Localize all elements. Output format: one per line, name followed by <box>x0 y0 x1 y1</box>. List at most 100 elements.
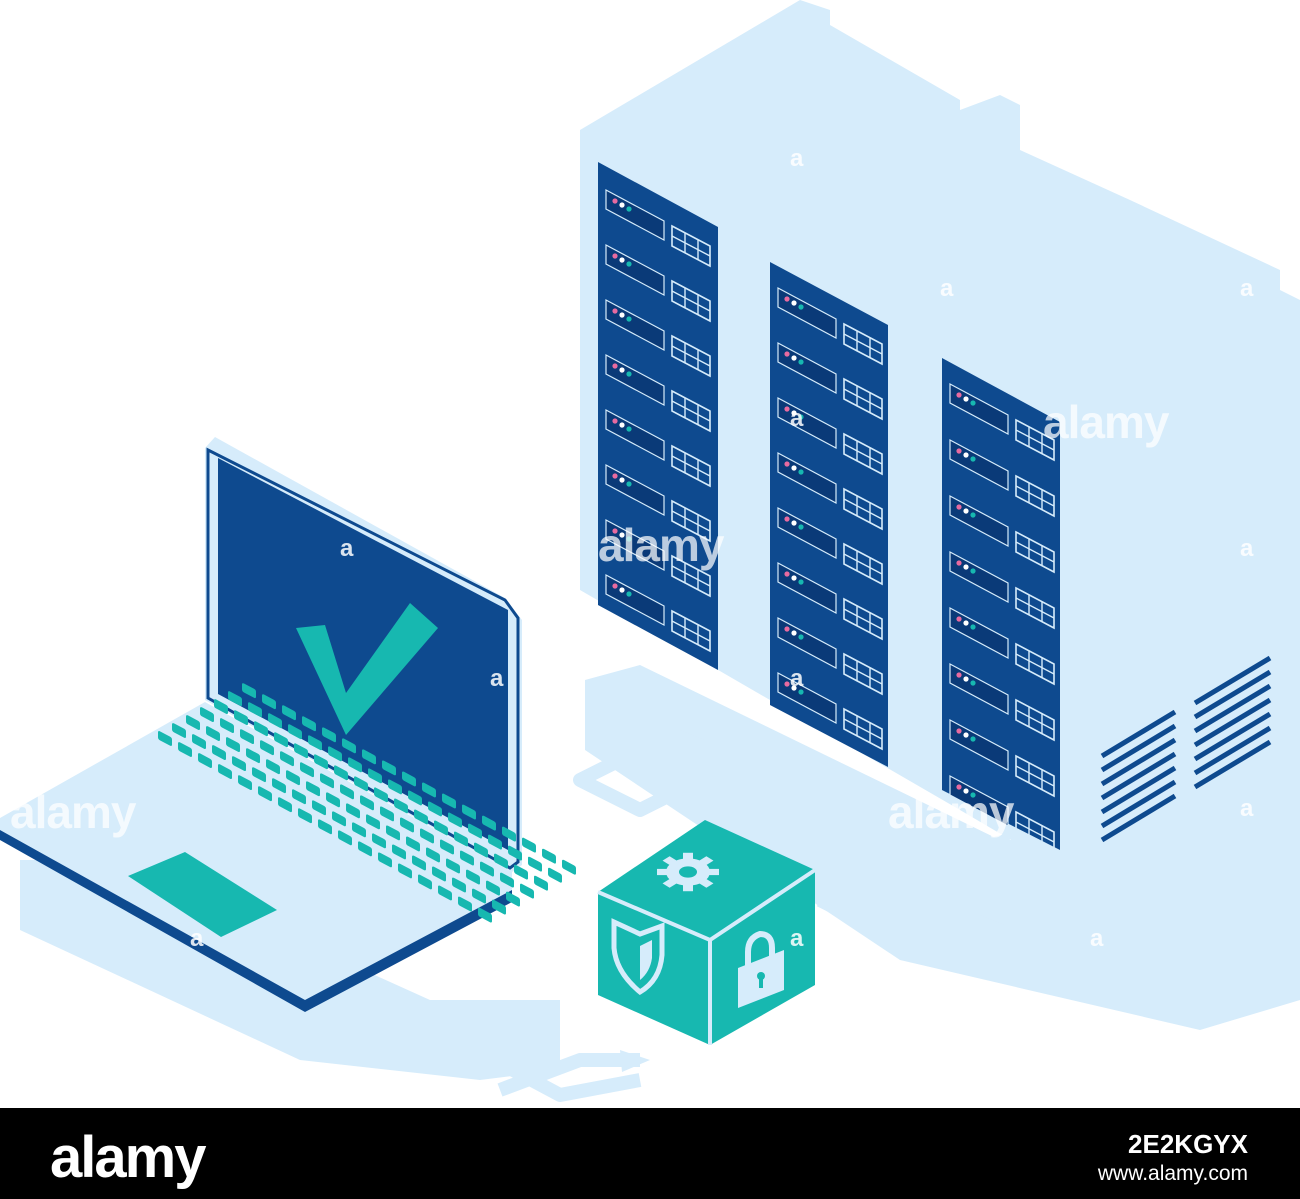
keyboard-key <box>226 737 240 753</box>
keyboard-key <box>458 896 472 912</box>
keyboard-key <box>332 811 346 827</box>
server-unit <box>777 341 883 421</box>
server-unit <box>949 438 1055 518</box>
gear-icon <box>657 852 719 892</box>
server-unit <box>605 353 711 433</box>
keyboard-key <box>322 727 336 743</box>
keyboard-key <box>442 793 456 809</box>
keyboard-key <box>200 707 214 722</box>
keyboard-key <box>508 845 522 861</box>
keyboard-key <box>212 745 226 761</box>
keyboard-key <box>228 691 242 707</box>
arrow-icon <box>680 730 705 752</box>
keyboard-key <box>412 855 426 871</box>
server-unit <box>605 188 711 268</box>
keyboard-key <box>240 729 254 745</box>
keyboard <box>158 683 576 923</box>
keyboard-key <box>388 779 402 795</box>
keyboard-key <box>520 883 534 899</box>
keyboard-key <box>362 749 376 765</box>
keyboard-key <box>320 773 334 789</box>
keyboard-key <box>278 797 292 813</box>
illustration-scene <box>0 0 1300 1102</box>
keyboard-key <box>372 833 386 849</box>
keyboard-key <box>506 891 520 907</box>
keyboard-key <box>306 781 320 797</box>
server-unit <box>949 494 1055 574</box>
arrow-icon <box>840 835 870 855</box>
keyboard-key <box>220 718 234 734</box>
keyboard-key <box>462 804 476 820</box>
server-unit <box>777 616 883 696</box>
keyboard-key <box>268 713 282 729</box>
keyboard-key <box>262 694 276 710</box>
server-unit <box>777 671 883 751</box>
server-rack-icon <box>598 162 718 670</box>
server-rack-icon <box>942 358 1060 854</box>
keyboard-key <box>422 782 436 798</box>
keyboard-key <box>242 683 256 699</box>
keyboard-key <box>466 869 480 885</box>
server-unit <box>777 561 883 641</box>
footer-bar <box>0 1108 1300 1199</box>
keyboard-key <box>314 754 328 770</box>
keyboard-key <box>326 792 340 808</box>
keyboard-key <box>440 839 454 855</box>
keyboard-key <box>500 872 514 888</box>
keyboard-key <box>246 748 260 764</box>
server-unit <box>605 243 711 323</box>
keyboard-key <box>438 885 452 901</box>
keyboard-key <box>340 784 354 800</box>
padlock-icon <box>738 930 784 1008</box>
keyboard-key <box>282 705 296 721</box>
keyboard-key <box>478 907 492 923</box>
keyboard-key <box>342 738 356 754</box>
keyboard-key <box>214 699 228 715</box>
keyboard-key <box>382 760 396 776</box>
server-unit <box>949 382 1055 462</box>
keyboard-key <box>454 831 468 847</box>
keyboard-key <box>292 789 306 805</box>
keyboard-key <box>406 836 420 852</box>
server-unit <box>777 286 883 366</box>
keyboard-key <box>308 735 322 751</box>
keyboard-key <box>514 864 528 880</box>
keyboard-key <box>258 786 272 802</box>
keyboard-key <box>172 723 186 738</box>
keyboard-key <box>286 770 300 786</box>
server-unit <box>777 396 883 476</box>
keyboard-key <box>328 746 342 762</box>
keyboard-key <box>522 837 536 853</box>
keyboard-key <box>488 834 502 850</box>
keyboard-key <box>352 822 366 838</box>
keyboard-key <box>446 858 460 874</box>
server-unit <box>949 550 1055 630</box>
keyboard-key <box>272 778 286 794</box>
keyboard-key <box>300 762 314 778</box>
server-room-block <box>580 0 1300 910</box>
server-unit <box>605 408 711 488</box>
keyboard-key <box>486 880 500 896</box>
keyboard-key <box>248 702 262 718</box>
keyboard-key <box>294 743 308 759</box>
keyboard-key <box>366 814 380 830</box>
keyboard-key <box>338 830 352 846</box>
server-unit <box>949 662 1055 742</box>
keyboard-key <box>472 888 486 904</box>
keyboard-key <box>480 861 494 877</box>
keyboard-key <box>482 815 496 831</box>
server-unit <box>605 518 711 598</box>
keyboard-key <box>426 847 440 863</box>
keyboard-key <box>288 724 302 740</box>
keyboard-key <box>402 771 416 787</box>
server-unit <box>605 463 711 543</box>
connector-arrows <box>416 698 1012 1102</box>
keyboard-key <box>548 867 562 883</box>
keyboard-key <box>374 787 388 803</box>
keyboard-key <box>232 756 246 772</box>
server-unit <box>949 774 1055 854</box>
keyboard-key <box>178 742 192 757</box>
keyboard-key <box>398 863 412 879</box>
shield-icon <box>611 918 665 996</box>
keyboard-key <box>534 875 548 891</box>
